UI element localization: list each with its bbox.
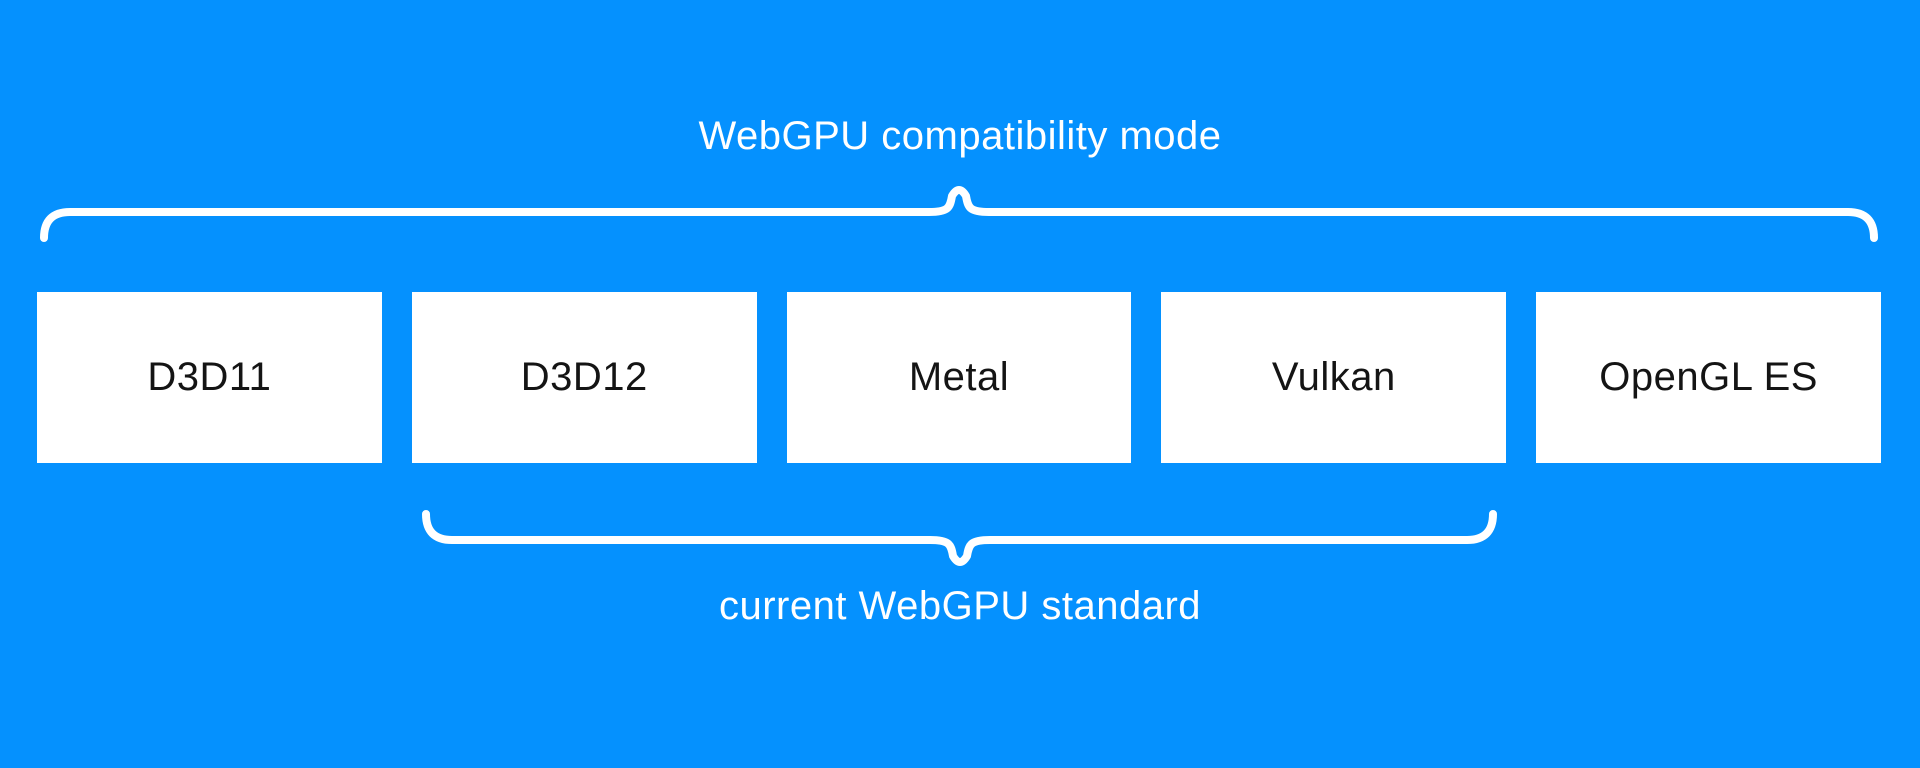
backend-label: D3D12 <box>520 355 648 399</box>
backend-box-metal: Metal <box>786 292 1132 463</box>
top-caption: WebGPU compatibility mode <box>698 114 1222 158</box>
backend-label: Metal <box>908 355 1010 399</box>
top-brace <box>40 186 1878 242</box>
bottom-caption: current WebGPU standard <box>718 584 1202 628</box>
backend-label: D3D11 <box>147 355 272 399</box>
backend-label: Vulkan <box>1271 355 1396 399</box>
backend-boxes-row: D3D11 D3D12 Metal Vulkan OpenGL ES <box>37 292 1881 463</box>
bottom-brace <box>422 510 1497 566</box>
backend-box-opengl-es: OpenGL ES <box>1536 292 1881 463</box>
backend-box-vulkan: Vulkan <box>1161 292 1507 463</box>
backend-box-d3d11: D3D11 <box>37 292 382 463</box>
backend-label: OpenGL ES <box>1599 355 1818 399</box>
backend-box-d3d12: D3D12 <box>411 292 757 463</box>
